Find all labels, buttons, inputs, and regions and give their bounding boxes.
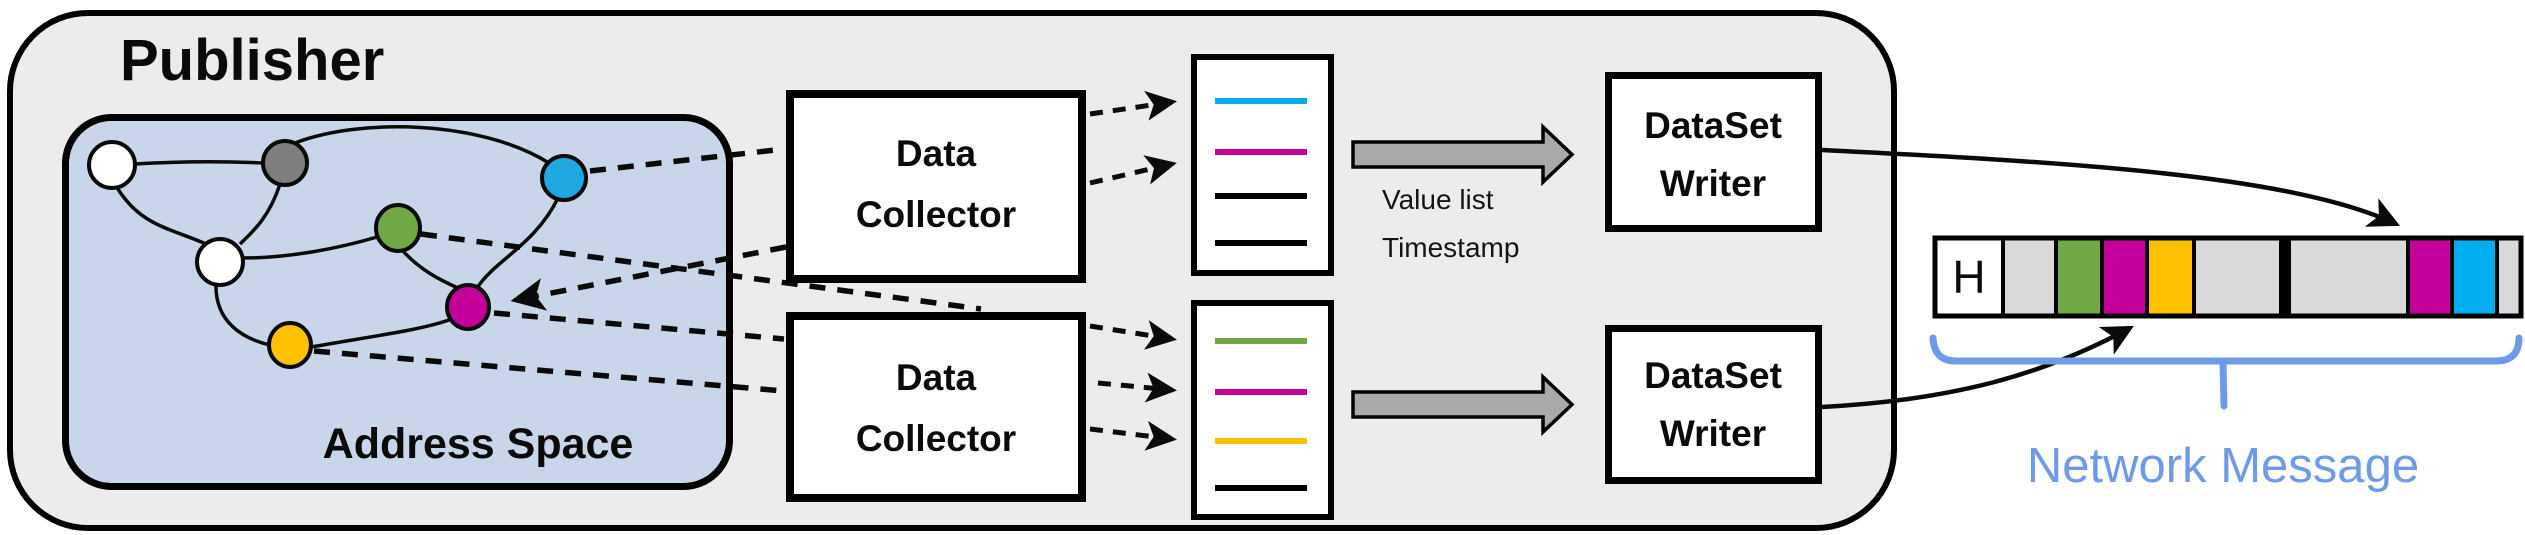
node-collector-links (313, 146, 982, 394)
dataset-writer-1-box (1605, 72, 1822, 232)
publisher-title: Publisher (120, 28, 384, 93)
dataset-writer-2: DataSet Writer (1605, 325, 1822, 484)
data-collector-2-label-line2: Collector (856, 418, 1016, 459)
data-collector-2-label-line1: Data (896, 357, 977, 398)
data-collector-2-box (786, 312, 1086, 502)
value-list-1-line-0 (1215, 98, 1307, 104)
dashed-blue-to-collector1 (589, 146, 785, 174)
network-message-label: Network Message (2027, 439, 2419, 493)
value-list-1-lines (1215, 98, 1307, 246)
block-arrow-2 (1351, 372, 1575, 437)
flow-arrows: Value list Timestamp (1351, 122, 1575, 437)
node-green (374, 203, 422, 253)
value-list-1-line-3 (1215, 240, 1307, 246)
writer-message-arrows (1821, 147, 2401, 410)
network-message-cell-cyan (2450, 236, 2499, 318)
curved-arrow-writer2 (1821, 325, 2134, 410)
curved-arrow-writer1 (1821, 147, 2401, 227)
dataset-writer-2-box (1605, 325, 1822, 484)
edge-blue-magenta (475, 197, 560, 289)
value-list-2-line-0 (1215, 338, 1307, 344)
network-message-cell-gray-4 (2495, 236, 2523, 318)
value-list-2-lines (1215, 338, 1307, 491)
value-list-2-line-1 (1215, 389, 1307, 395)
dashed-arrow-vl1-a (1089, 90, 1177, 121)
network-message-cell-green (2054, 236, 2104, 318)
network-message-cell-yellow (2145, 236, 2196, 318)
flow-label-line1: Value list (1382, 184, 1494, 215)
value-list-1-line-1 (1215, 149, 1307, 155)
network-message-divider (2281, 236, 2289, 318)
dataset-writer-1-label-line1: DataSet (1644, 105, 1782, 146)
dashed-magenta-to-collector2 (493, 310, 785, 342)
address-space-edges (114, 125, 560, 349)
collector-valuelist-arrows (1089, 90, 1177, 451)
network-message-brace (1929, 334, 2523, 410)
data-collector-1-box (786, 90, 1086, 283)
brace-stem (2219, 357, 2228, 410)
node-magenta (445, 283, 491, 331)
data-collector-2: Data Collector (786, 312, 1086, 502)
dashed-arrow-vl1-b (1089, 155, 1177, 186)
edge-white2-yellow (214, 283, 271, 347)
dataset-writer-2-label-line2: Writer (1660, 413, 1766, 454)
value-list-2-line-2 (1215, 438, 1307, 444)
node-yellow (267, 321, 313, 369)
data-collector-1-label-line1: Data (896, 133, 977, 174)
value-list-1-box (1191, 54, 1334, 276)
address-space-nodes (87, 139, 588, 369)
network-message-bar (1933, 236, 2523, 318)
network-message-cell-gray-2 (2192, 236, 2283, 318)
flow-label-line2: Timestamp (1382, 232, 1519, 263)
network-message-cell-magenta-2 (2406, 236, 2454, 318)
dataset-writer-1-label-line2: Writer (1660, 163, 1766, 204)
data-collector-1: Data Collector (786, 90, 1086, 283)
network-message-cell-gray-1 (2001, 236, 2058, 318)
network-message-cell-magenta-1 (2100, 236, 2149, 318)
address-space-box (62, 114, 733, 490)
dataset-writer-2-label-line1: DataSet (1644, 355, 1782, 396)
dashed-yellow-to-collector2 (313, 348, 785, 394)
node-white-1 (87, 140, 137, 190)
node-gray (261, 139, 309, 187)
network-message-header-label: H (1952, 251, 1985, 303)
network-message-outline (1932, 235, 2524, 319)
node-white-2 (195, 237, 245, 287)
edge-yellow-magenta (310, 318, 450, 349)
dashed-collector1-to-magenta (510, 244, 787, 311)
edge-green-magenta (400, 248, 459, 290)
dataset-writer-1: DataSet Writer (1605, 72, 1822, 232)
block-arrow-1 (1351, 122, 1575, 187)
edge-gray-blue (294, 125, 550, 165)
edge-white2-green (242, 235, 378, 260)
edge-gray-white2 (238, 183, 282, 246)
network-message-cell-gray-3 (2287, 236, 2410, 318)
node-blue (540, 154, 588, 202)
data-collector-1-label-line2: Collector (856, 194, 1016, 235)
address-space-label: Address Space (323, 420, 634, 468)
dashed-arrow-vl2-b (1097, 372, 1177, 403)
edge-white1-gray (134, 159, 264, 166)
value-list-1-line-2 (1215, 193, 1307, 199)
dashed-arrow-vl2-a (1089, 320, 1177, 350)
edge-white1-white2 (114, 185, 207, 246)
value-list-2-line-3 (1215, 485, 1307, 491)
dashed-green-to-collector2 (420, 231, 982, 312)
brace-curve (1929, 334, 2523, 365)
value-list-2-box (1191, 300, 1334, 520)
